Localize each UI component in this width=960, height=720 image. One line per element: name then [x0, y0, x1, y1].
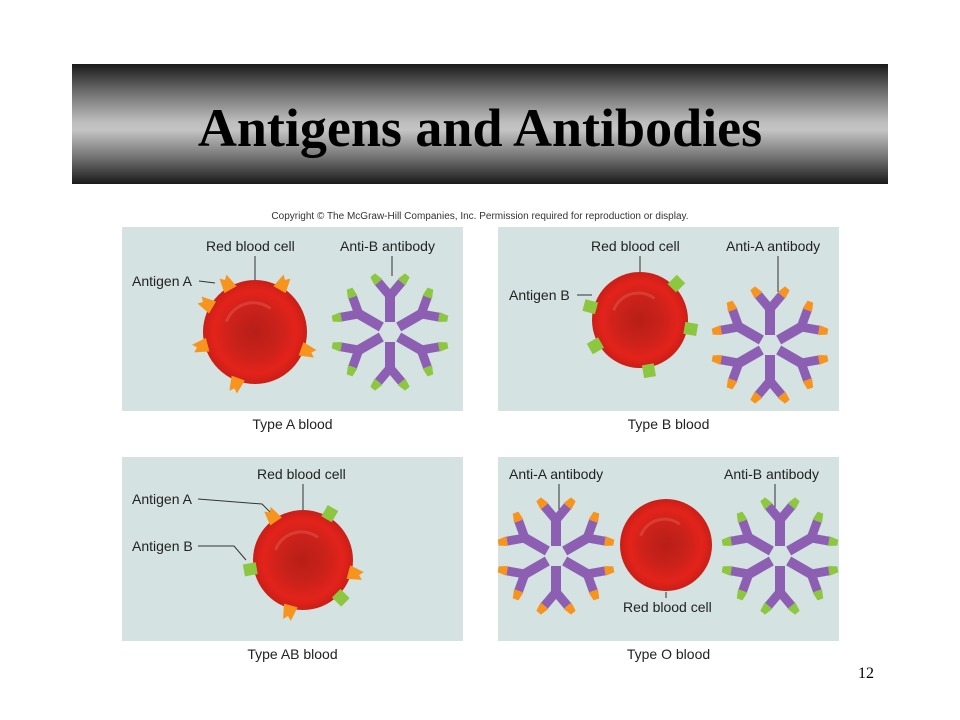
type-a-red-cell-label: Red blood cell	[206, 238, 295, 254]
type-a-caption: Type A blood	[252, 416, 333, 432]
type-a-red-cell	[203, 280, 307, 384]
type-a-antigen-3	[273, 274, 291, 294]
type-a-red-cell-highlight	[224, 301, 272, 323]
type-o-red-cell	[620, 499, 712, 591]
type-b-antibody	[711, 286, 829, 404]
type-b-antigen-5	[586, 337, 605, 355]
copyright-notice: Copyright © The McGraw-Hill Companies, I…	[271, 211, 689, 222]
type-b-antigen-4	[641, 363, 656, 379]
type-o-anti-b-antibody	[721, 497, 839, 615]
type-ab-red-cell	[253, 510, 353, 610]
page-number: 12	[858, 665, 874, 682]
type-b-red-cell	[592, 272, 688, 368]
type-ab-antigen-a-2	[346, 565, 364, 580]
type-a-antigen-6	[192, 337, 210, 353]
type-b-antigen-2	[667, 274, 686, 293]
page-title: Antigens and Antibodies	[197, 98, 763, 158]
type-o-caption: Type O blood	[626, 646, 711, 662]
type-a-antigen-4	[298, 342, 317, 358]
type-b-antigen-1	[582, 299, 599, 315]
type-ab-red-cell-label: Red blood cell	[257, 466, 346, 482]
type-ab-antigen-b-2	[242, 562, 258, 577]
type-o-anti-b-label: Anti-B antibody	[724, 466, 819, 482]
title-bar	[72, 64, 888, 184]
type-b-red-cell-label: Red blood cell	[591, 238, 680, 254]
type-o-red-cell-label: Red blood cell	[623, 599, 712, 615]
type-b-red-cell-highlight	[612, 291, 656, 311]
type-ab-antigen-a-3	[283, 603, 298, 621]
type-ab-antigen-b-leader	[198, 545, 247, 561]
type-a-antigen-2	[219, 274, 237, 294]
type-b-antigen-label: Antigen B	[509, 287, 570, 303]
type-ab-antigen-a-1	[264, 506, 282, 526]
type-a-antigen-label: Antigen A	[132, 273, 192, 289]
type-o-anti-a-label: Anti-A antibody	[509, 466, 604, 482]
type-ab-red-cell-highlight	[274, 530, 319, 551]
type-b-antibody-label: Anti-A antibody	[726, 238, 821, 254]
type-a-antibody	[331, 273, 449, 391]
type-b-caption: Type B blood	[627, 416, 710, 432]
type-ab-caption: Type AB blood	[247, 646, 338, 662]
type-ab-antigen-b-3	[331, 588, 350, 607]
type-o-red-cell-highlight	[639, 517, 681, 537]
type-a-antigen-1	[197, 296, 217, 314]
type-b-antigen-3	[683, 321, 699, 336]
type-a-antigen-leader	[198, 280, 216, 284]
type-ab-antigen-a-leader	[197, 498, 273, 515]
type-ab-antigen-b-label: Antigen B	[132, 538, 193, 554]
type-ab-antigen-a-label: Antigen A	[132, 491, 192, 507]
type-a-antibody-label: Anti-B antibody	[340, 238, 435, 254]
type-a-antigen-5	[229, 375, 245, 394]
type-ab-antigen-b-1	[321, 505, 339, 523]
type-o-anti-a-antibody	[497, 497, 615, 615]
